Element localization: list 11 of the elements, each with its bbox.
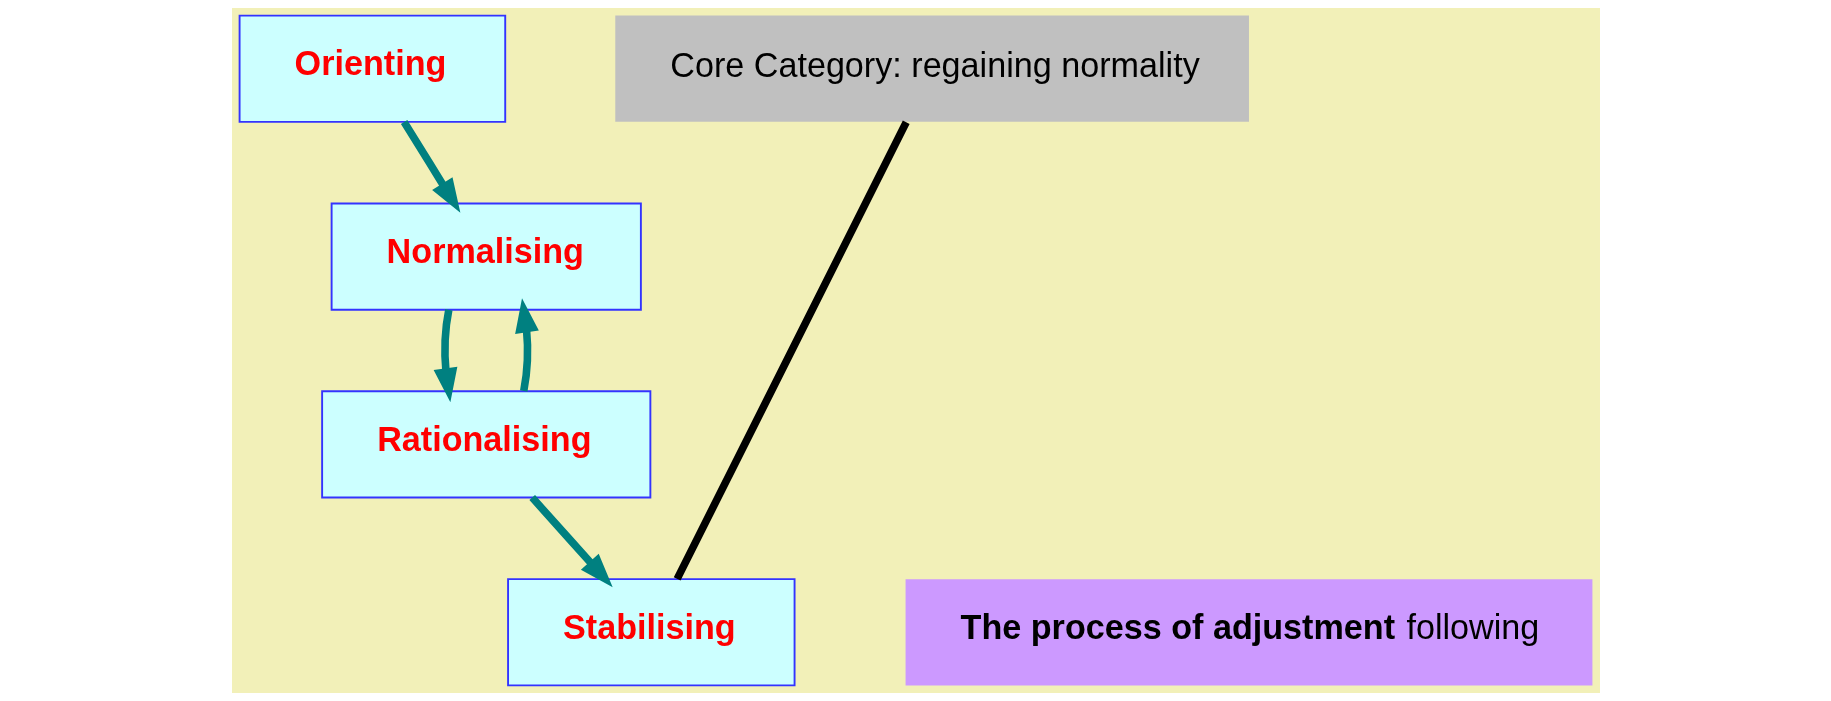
- node-box: Rationalising: [320, 390, 651, 499]
- arrow: [433, 309, 457, 403]
- arrow: [528, 495, 613, 588]
- arrow: [514, 298, 539, 392]
- node-box: Orienting: [238, 14, 506, 123]
- node-box: Normalising: [330, 202, 642, 311]
- connector: [673, 120, 910, 581]
- arrow: [400, 119, 460, 213]
- node-box: Core Category: regaining normality: [614, 15, 1249, 122]
- node-box: Stabilising: [506, 578, 796, 687]
- node-box: The process of adjustment following: [905, 579, 1592, 686]
